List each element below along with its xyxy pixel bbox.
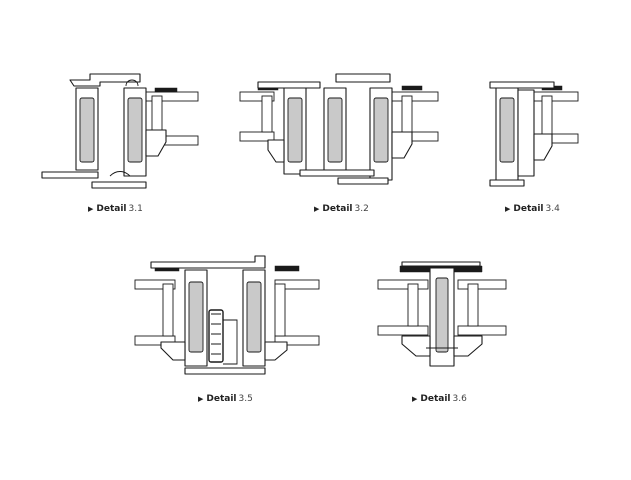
gasket [274,265,300,272]
frame-cap [335,73,391,83]
glass-pane [274,283,286,337]
insulation-core [127,97,143,163]
detail-3-5-svg [134,255,320,375]
frame-cap [257,81,321,89]
glazing-bead [401,335,431,357]
bottom-flange [489,179,525,187]
detail-3-5-drawing [134,254,320,384]
frame-cap [150,255,266,269]
detail-3-6-svg [377,261,507,367]
glass-pane [162,283,174,337]
glass-pane [401,95,413,133]
glazing-bar [139,91,199,102]
detail-3-1-drawing [40,70,200,190]
glazing-bead [160,341,186,361]
gasket [401,85,423,91]
insulation-core [287,97,303,163]
detail-3-6-drawing [377,258,508,378]
glazing-bead [145,129,167,157]
caption-arrow-icon: ▶ [505,205,511,213]
bottom-flange [184,367,266,375]
detail-3-2-svg [239,73,439,185]
detail-3-2-drawing [239,70,440,190]
glazing-bead [453,335,483,357]
connector-hatching [211,313,221,355]
caption-arrow-icon: ▶ [412,395,418,403]
glazing-bar [134,279,176,290]
detail-3-1-svg [41,73,199,189]
frame-cap [489,81,555,89]
inner-web [223,319,238,365]
glazing-bar [457,279,507,290]
insulation-core [188,281,204,353]
insulation-core [327,97,343,163]
bottom-flange [41,171,99,179]
detail-3-4-svg [489,81,579,187]
glazing-bar [377,325,429,336]
insulation-core [246,281,262,353]
insulation-core [373,97,389,163]
bottom-flange [299,169,375,177]
glazing-bar [239,91,275,102]
glass-pane [467,283,479,327]
frame-cap [69,73,141,87]
detail-3-4-drawing [489,72,580,192]
caption-arrow-icon: ▶ [314,205,320,213]
caption-arrow-icon: ▶ [198,395,204,403]
frame-cap [401,261,481,267]
insulation-core [499,97,515,163]
gasket [154,87,178,93]
glazing-bead [391,131,413,159]
glazing-bar [529,91,579,102]
glazing-bar [377,279,429,290]
glazing-bar [389,91,439,102]
glazing-bead [264,341,288,361]
glazing-bar [134,335,176,346]
glass-pane [407,283,419,327]
bottom-flange [91,181,147,189]
frame-profile [517,89,535,177]
insulation-core [79,97,95,163]
bottom-flange [337,177,389,185]
clip [125,79,139,87]
glazing-bar [274,335,320,346]
glazing-bar [457,325,507,336]
insulation-core [435,277,449,353]
glazing-bead [267,139,285,163]
glazing-bead [533,133,553,161]
glass-pane [261,95,273,133]
caption-arrow-icon: ▶ [88,205,94,213]
glass-pane [541,95,553,135]
clip [109,171,131,177]
connector-insert [208,309,224,363]
glazing-bar [239,131,275,142]
